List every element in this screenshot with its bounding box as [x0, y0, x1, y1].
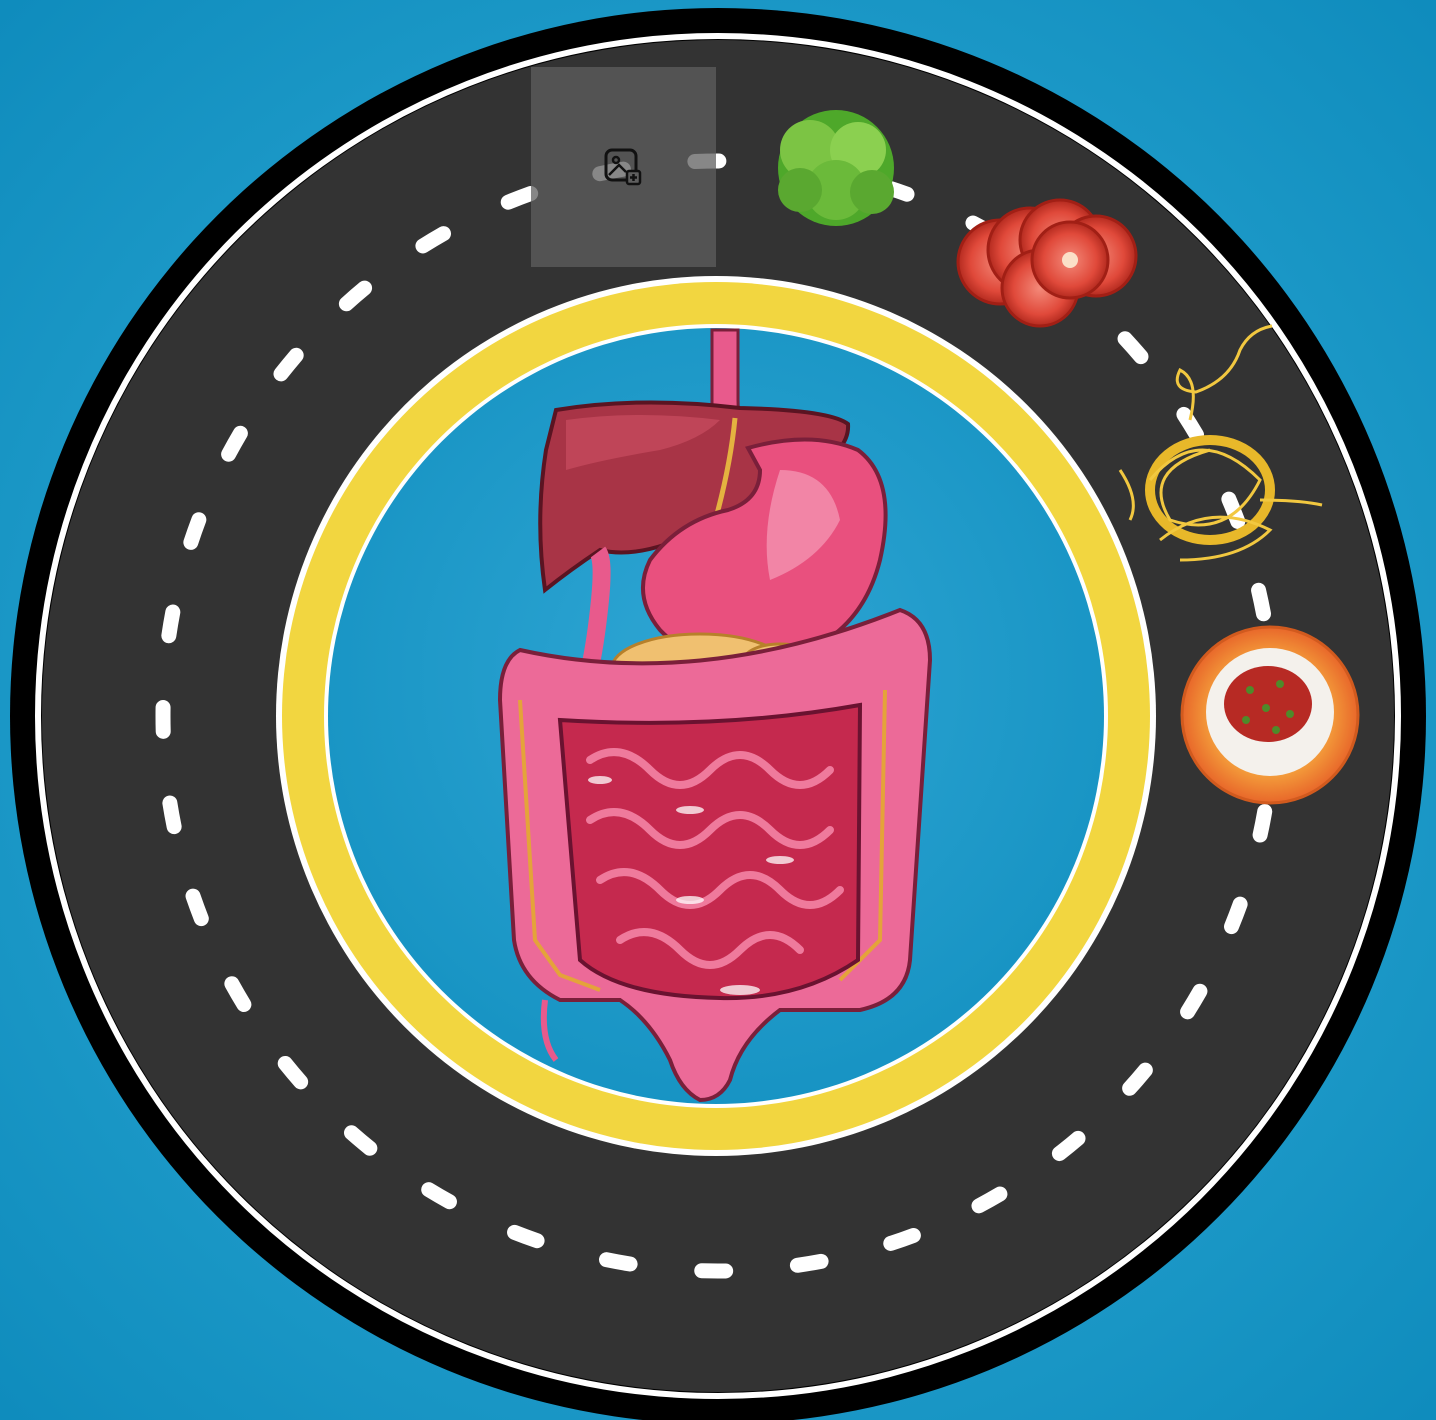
- add-image-icon: [603, 147, 643, 187]
- rice-beans-plate-icon[interactable]: [1182, 627, 1358, 803]
- lettuce-icon[interactable]: [778, 110, 894, 226]
- empty-image-slot[interactable]: [531, 67, 716, 267]
